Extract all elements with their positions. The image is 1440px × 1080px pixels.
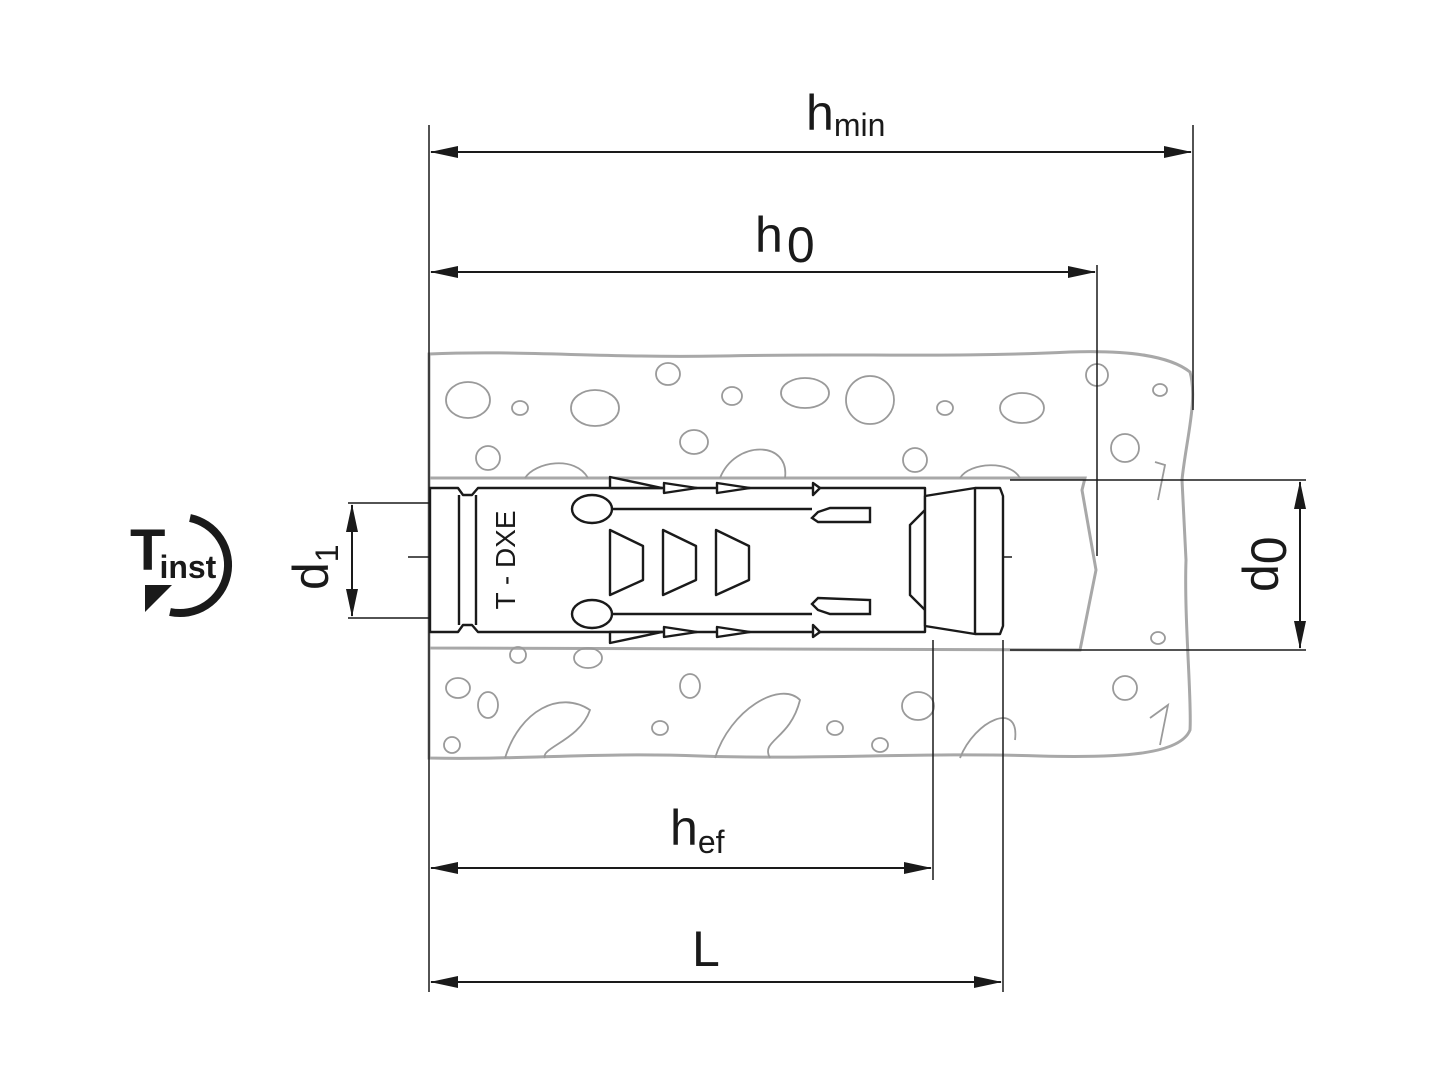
- installation-torque-icon: Tinst: [130, 514, 233, 618]
- dimension-L: L: [430, 921, 1002, 988]
- dimension-h-min: hmin: [430, 85, 1192, 158]
- dimension-h-ef: hef: [430, 800, 932, 874]
- h-0-subscript: 0: [787, 217, 815, 273]
- svg-text:d0: d0: [1233, 536, 1297, 592]
- d-1-label: d: [283, 562, 339, 590]
- torque-inst: inst: [159, 549, 216, 585]
- h-min-subscript: min: [834, 107, 886, 143]
- h-ef-subscript: ef: [698, 824, 725, 860]
- d-0-label: d: [1233, 564, 1289, 592]
- h-ef-label: h: [670, 800, 698, 856]
- svg-text:h0: h0: [755, 207, 815, 273]
- torque-T: T: [130, 518, 165, 583]
- dimension-h-0: h0: [430, 207, 1096, 278]
- aggregate-stones: [443, 362, 1170, 759]
- d-1-subscript: 1: [309, 544, 345, 562]
- dimension-d-0: d0: [1233, 481, 1306, 649]
- anchor-t-dxe: T - DXE: [428, 475, 1005, 645]
- h-min-label: h: [806, 85, 834, 141]
- svg-text:d1: d1: [283, 544, 345, 590]
- svg-text:hef: hef: [670, 800, 725, 860]
- svg-text:Tinst: Tinst: [130, 518, 217, 585]
- anchor-marking: T - DXE: [490, 510, 521, 609]
- dimension-d-1: d1: [283, 504, 358, 617]
- d-0-subscript: 0: [1241, 536, 1297, 564]
- L-label: L: [692, 921, 720, 977]
- h-0-label: h: [755, 207, 783, 263]
- svg-text:hmin: hmin: [806, 85, 885, 143]
